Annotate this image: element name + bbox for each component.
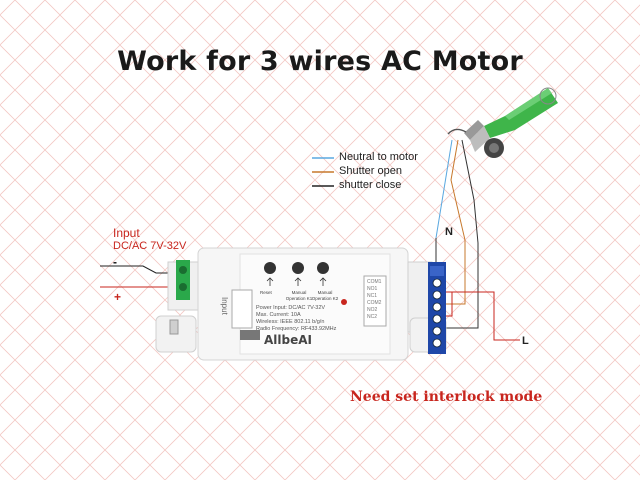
- relay-label-6: NC2: [367, 314, 378, 320]
- legend-close: shutter close: [339, 179, 402, 191]
- status-led: [341, 299, 347, 305]
- input-wires: [100, 265, 176, 288]
- minus-sign: -: [113, 255, 117, 269]
- reset-label: Reset: [260, 290, 272, 295]
- spec-radio: Radio Frequency: RF433.92MHz: [256, 326, 337, 332]
- k1-button: [292, 262, 304, 286]
- brand-logo: AllbeAI: [264, 333, 312, 347]
- input-terminal-block: [176, 260, 190, 300]
- legend-open: Shutter open: [339, 165, 402, 177]
- legend-neutral: Neutral to motor: [339, 151, 418, 163]
- plus-sign: +: [114, 290, 122, 304]
- device-input-label: Input: [220, 297, 229, 315]
- input-voltage: DC/AC 7V-32V: [113, 240, 187, 252]
- line-label: L: [522, 335, 529, 347]
- spec-wireless: Wireless: IEEE 802.11 b/g/n: [256, 319, 325, 325]
- spec-current: Max. Current: 10A: [256, 312, 301, 318]
- k2-label: Manual Operation K2: [311, 290, 339, 301]
- motor-wires: [433, 139, 479, 329]
- neutral-label: N: [445, 226, 453, 238]
- relay-module: [155, 247, 447, 361]
- k1-label: Manual Operation K1: [285, 290, 313, 301]
- relay-label-4: COM2: [367, 300, 382, 306]
- relay-label-3: NC1: [367, 293, 378, 299]
- input-title: Input: [113, 226, 140, 240]
- spec-power: Power Input: DC/AC 7V-32V: [256, 305, 326, 311]
- page-title: Work for 3 wires AC Motor: [117, 46, 523, 77]
- tubular-motor-icon: [447, 87, 558, 158]
- interlock-note: Need set interlock mode: [350, 389, 543, 405]
- output-terminal-block: [428, 262, 446, 354]
- relay-label-1: COM1: [367, 279, 382, 285]
- k2-button: [317, 262, 329, 286]
- reset-button: [264, 262, 276, 286]
- relay-label-2: NO1: [367, 286, 378, 292]
- relay-label-5: NO2: [367, 307, 378, 313]
- usb-port: [169, 319, 179, 335]
